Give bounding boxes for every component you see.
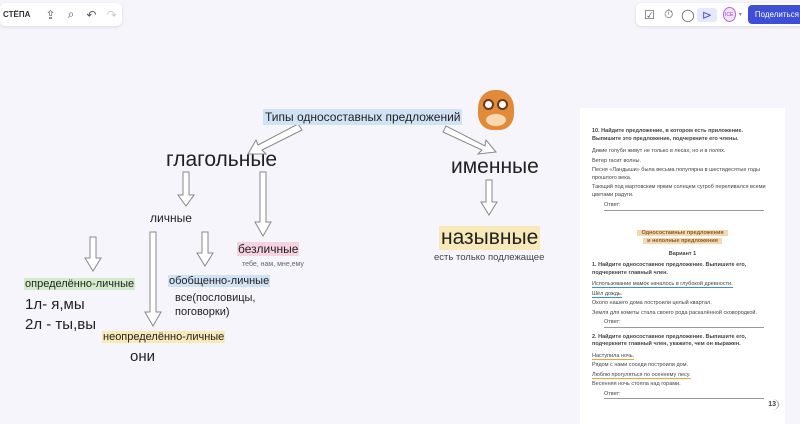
doc-line: Использование мамок началось в глубокой … <box>592 281 733 288</box>
doc-line: Дикие голуби живут не только в лесах, но… <box>592 148 726 154</box>
export-icon[interactable]: ⇪ <box>45 7 56 22</box>
board-name[interactable]: СТЁПА <box>3 10 31 19</box>
variant-heading: Вариант 1 <box>668 250 697 257</box>
arrow-to-indefinite <box>144 231 162 328</box>
generalized-label: обобщенно-личные <box>168 275 271 287</box>
textbook-page: 10. Найдите предложение, в котором есть … <box>580 108 785 424</box>
edit-icon[interactable]: ☑ <box>644 7 655 22</box>
doc-line: Весенняя ночь стояла над горами. <box>592 381 681 387</box>
diagram-title: Типы односоставных предложений <box>263 109 463 125</box>
doc-line: Рядом с нами соседи построили дом. <box>592 362 689 368</box>
personal-label: личные <box>150 211 192 225</box>
search-icon[interactable]: ⌕ <box>67 7 75 21</box>
answer-line: Ответ: <box>604 391 764 399</box>
arrow-to-personal <box>177 171 195 207</box>
answer-line: Ответ: <box>604 202 764 211</box>
arrow-to-impersonal <box>254 171 272 238</box>
section-title: Односоставные предложения <box>637 229 728 236</box>
definite-label: определённо-личные <box>24 278 136 290</box>
share-button[interactable]: Поделиться <box>747 5 800 24</box>
arrow-to-generalized <box>196 231 214 267</box>
definite-example-2: 2л - ты,вы <box>25 316 96 333</box>
doc-line: Около нашего дома построили целый кварта… <box>592 300 712 306</box>
task-10: 10. Найдите предложение, в котором есть … <box>592 128 744 142</box>
section-title: и неполные предложения <box>643 237 722 244</box>
indefinite-example: они <box>130 348 156 365</box>
impersonal-label: безличные <box>237 242 300 256</box>
arrows <box>84 123 498 328</box>
verbal-label: глагольные <box>166 148 278 171</box>
indefinite-label: неопределённо-личные <box>102 331 226 343</box>
task-2: 2. Найдите односоставное предложение. Вы… <box>592 333 747 348</box>
owl-sticker <box>474 86 518 134</box>
generalized-example-1: все(пословицы, <box>175 292 256 304</box>
page-number: 13 <box>766 398 779 410</box>
nominative-label: назывные <box>439 226 541 250</box>
doc-line: Ветер гасит волны. <box>592 157 641 164</box>
comment-icon[interactable]: ◯ <box>681 7 695 22</box>
avatar[interactable]: ICE <box>722 7 736 22</box>
left-toolbar: СТЁПА ⇪ ⌕ ↶ ↷ <box>0 3 122 26</box>
undo-icon[interactable]: ↶ <box>86 7 97 22</box>
answer-line: Ответ: <box>604 319 764 328</box>
doc-line: Земля для кометы стала своего рода раска… <box>592 309 758 316</box>
arrow-to-nominative <box>480 179 498 216</box>
arrow-to-nominal <box>442 125 497 155</box>
impersonal-examples: тебе, нам, мне,ему <box>242 261 304 268</box>
right-toolbar: ☑ ⏱ ◯ ⊳ ICE ▾ Поделиться <box>636 3 800 26</box>
doc-line: Наступила ночь. <box>592 352 635 360</box>
redo-icon[interactable]: ↷ <box>106 7 117 22</box>
definite-example-1: 1л- я,мы <box>25 296 85 313</box>
nominative-note: есть только подлежащее <box>434 252 545 263</box>
nominal-label: именные <box>451 155 539 178</box>
doc-line: Тающий под мартовским ярким солнцем сугр… <box>592 184 766 198</box>
chevron-down-icon[interactable]: ▾ <box>738 12 742 18</box>
arrow-to-definite <box>84 236 102 272</box>
timer-icon[interactable]: ⏱ <box>664 7 674 21</box>
task-1: 1. Найдите односоставное предложение. Вы… <box>592 262 747 276</box>
cursor-icon[interactable]: ⊳ <box>697 7 717 22</box>
arrow-to-verbal <box>247 123 303 155</box>
doc-line: Люблю прогуляться по осеннему лесу. <box>592 371 691 379</box>
doc-line: Шёл дождь. <box>592 290 623 298</box>
generalized-example-2: поговорки) <box>175 306 230 318</box>
doc-line: Песня «Ландыши» была весьма популярна в … <box>592 167 760 181</box>
